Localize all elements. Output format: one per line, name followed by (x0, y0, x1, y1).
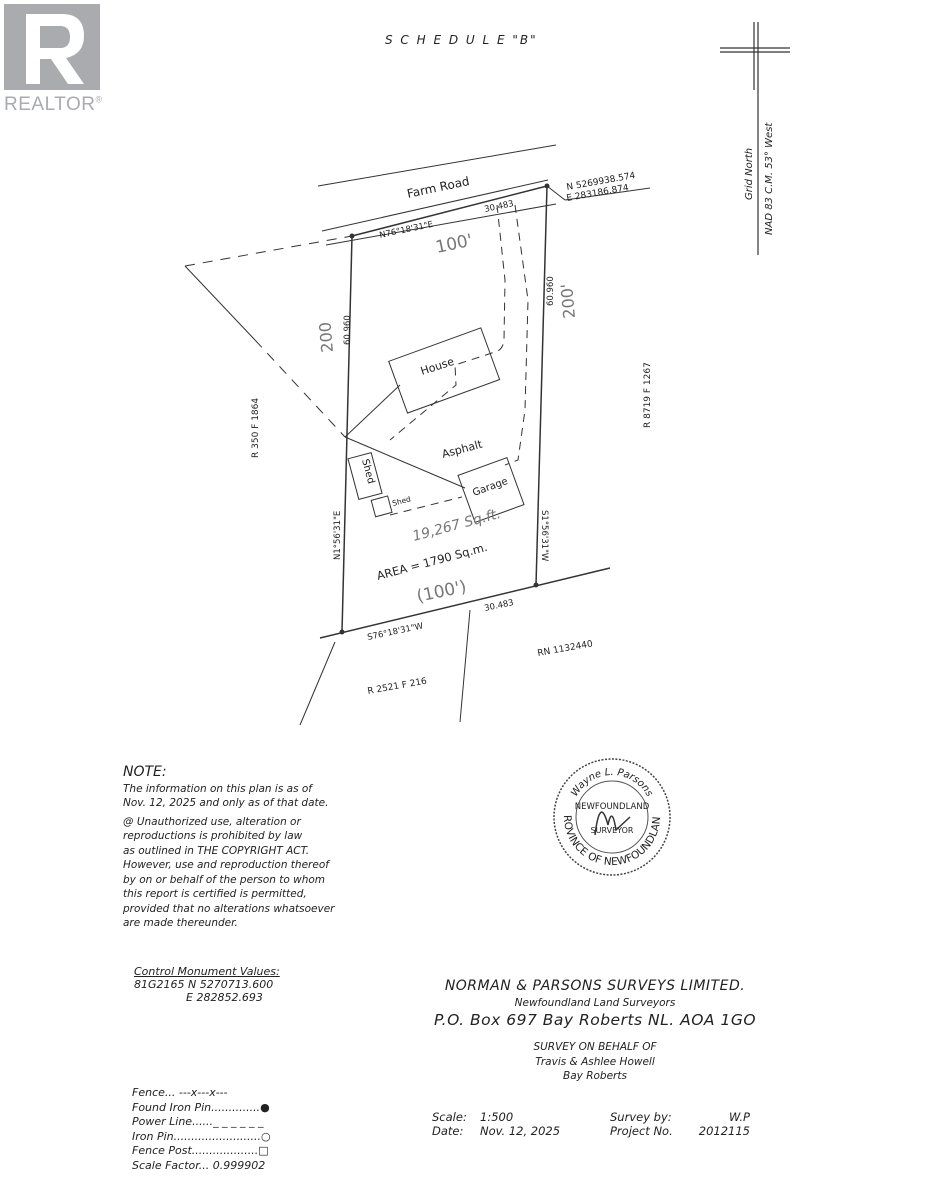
seal-inner: NEWFOUNDLAND (575, 802, 650, 812)
client-name: Travis & Ashlee Howell (535, 1056, 655, 1068)
garage-label: Garage (471, 476, 509, 499)
firm-name: NORMAN & PARSONS SURVEYS LIMITED. (444, 978, 746, 994)
south-ref: R 2521 F 216 (367, 677, 428, 697)
legend-item-iron-pin: Iron Pin.........................○ (132, 1129, 271, 1143)
control-line2: E 282852.693 (186, 991, 263, 1004)
iron-pins (339, 183, 550, 635)
west-ref: R 350 F 1864 (251, 398, 261, 458)
note-line: provided that no alterations whatsoever (123, 902, 335, 915)
garage-outline (457, 456, 525, 524)
plan-lines (184, 144, 651, 726)
west-feet: 200 (315, 321, 337, 353)
south-feet: (100') (415, 577, 468, 607)
legend-item-fence-post: Fence Post...................□ (132, 1144, 269, 1157)
east-bearing: S1°56'31"W (539, 510, 549, 562)
note-line: are made thereunder. (123, 917, 238, 929)
control-line1: 81G2165 N 5270713.600 (134, 978, 274, 991)
project-label: Project No. (610, 1124, 673, 1138)
house-label: House (419, 355, 456, 378)
note-line: The information on this plan is as of (123, 782, 312, 795)
note-line: this report is certified is permitted, (123, 888, 307, 900)
svg-text:Wayne L. Parsons: Wayne L. Parsons (569, 767, 654, 799)
note-line: Nov. 12, 2025 and only as of that date. (123, 797, 329, 809)
legend-item-power-line: Power Line......_ _ _ _ _ _ (132, 1115, 264, 1128)
note-line: reproductions is prohibited by law (123, 830, 303, 842)
note-line: by on or behalf of the person to whom (123, 873, 326, 886)
control-monument: Control Monument Values: 81G2165 N 52707… (134, 965, 280, 1004)
east-distance: 60.960 (546, 276, 556, 306)
schedule-title: S C H E D U L E "B" (385, 33, 538, 47)
road-label: Farm Road (406, 174, 471, 201)
north-feet: 100' (434, 231, 474, 258)
legend-item-fence: Fence... ---x---x--- (132, 1086, 228, 1099)
nad-label: NAD 83 C.M. 53° West (764, 122, 775, 235)
small-shed-outline (370, 495, 393, 518)
date-label: Date: (432, 1124, 464, 1138)
east-feet: 200' (557, 283, 579, 319)
survey-meta: Scale: 1:500 Survey by: W.P Date: Nov. 1… (432, 1110, 760, 1138)
realtor-brand: REALTOR (4, 94, 96, 115)
signature (594, 811, 631, 836)
firm-address: P.O. Box 697 Bay Roberts NL. AOA 1GO (433, 1011, 757, 1029)
realtor-logo-mark (4, 4, 100, 90)
north-bearing: N76°18'31"E (379, 220, 435, 241)
area-feet: 19,267 Sq.ft. (411, 506, 503, 545)
scale-value: 1:500 (480, 1110, 514, 1124)
firm-block: NORMAN & PARSONS SURVEYS LIMITED. Newfou… (400, 978, 790, 1082)
shed-outline (347, 451, 383, 501)
date-value: Nov. 12, 2025 (480, 1124, 561, 1138)
note-line: However, use and reproduction thereof (123, 859, 329, 871)
note-title: NOTE: (123, 764, 167, 780)
client-location: Bay Roberts (563, 1070, 627, 1082)
grid-north-label: Grid North (744, 148, 755, 200)
behalf-title: SURVEY ON BEHALF OF (533, 1041, 657, 1053)
legend-item-scale-factor: Scale Factor... 0.999902 (132, 1158, 266, 1172)
scale-label: Scale: (432, 1110, 467, 1124)
survey-by-value: W.P (728, 1110, 750, 1124)
west-distance: 60.960 (343, 315, 353, 345)
firm-subtitle: Newfoundland Land Surveyors (514, 997, 676, 1009)
surveyor-seal: Wayne L. Parsons PROVINCE OF NEWFOUNDLAN… (550, 755, 671, 876)
north-arrow (720, 22, 790, 255)
note-block: NOTE: The information on this plan is as… (123, 765, 334, 931)
note-line: as outlined in THE COPYRIGHT ACT. (123, 844, 310, 857)
project-value: 2012115 (698, 1124, 750, 1138)
rn-label: RN 1132440 (537, 639, 594, 659)
survey-by-label: Survey by: (610, 1110, 672, 1124)
survey-plan: S C H E D U L E "B" Grid North NAD 83 C.… (184, 22, 790, 726)
east-ref: R 8719 F 1267 (643, 362, 653, 428)
realtor-logo: REALTOR® (4, 4, 103, 116)
note-line: @ Unauthorized use, alteration or (123, 815, 301, 828)
house-outline (388, 327, 501, 414)
west-bearing: N1°56'31"E (333, 511, 343, 560)
south-distance: 30.483 (484, 598, 515, 614)
seal-role: SURVEYOR (591, 826, 634, 835)
asphalt-label: Asphalt (440, 437, 484, 460)
control-title: Control Monument Values: (134, 965, 280, 978)
area-label: AREA = 1790 Sq.m. (375, 540, 489, 583)
registered-mark: ® (95, 94, 103, 105)
legend: Fence... ---x---x--- Found Iron Pin.....… (132, 1086, 271, 1173)
seal-name: Wayne L. Parsons (569, 767, 654, 799)
small-shed-label: Shed (391, 494, 412, 508)
legend-item-found-iron-pin: Found Iron Pin..............● (132, 1100, 270, 1114)
